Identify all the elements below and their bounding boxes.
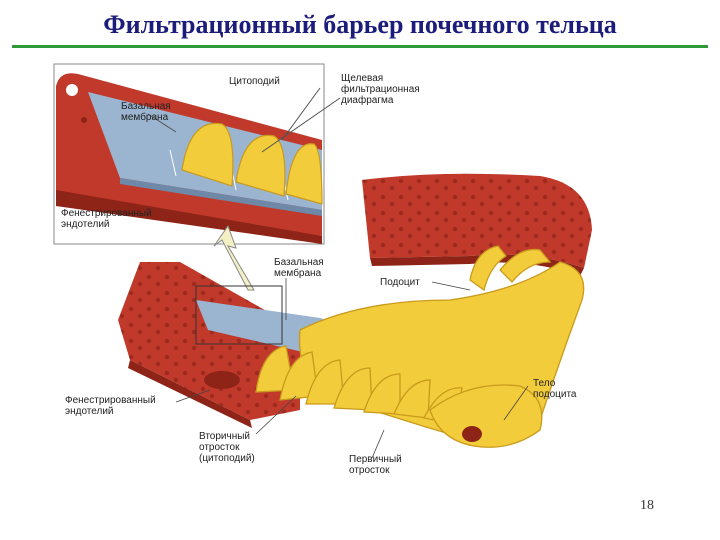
label-secondary-process: Вторичный отросток (цитоподий): [199, 431, 255, 464]
title-underline: [12, 45, 708, 48]
label-fenestrated-endothelium: Фенестрированный эндотелий: [65, 395, 156, 417]
podocyte: [255, 245, 585, 448]
label-cytopodium: Цитоподий: [229, 76, 280, 87]
label-slit-diaphragm: Щелевая фильтрационная диафрагма: [341, 73, 420, 106]
slide-title: Фильтрационный барьер почечного тельца: [103, 10, 617, 39]
zoom-arrow: [213, 224, 255, 291]
upper-capillary: [362, 173, 592, 276]
label-podocyte: Подоцит: [380, 277, 420, 288]
podocyte-nucleus: [462, 426, 482, 442]
inset-magnified-view: [53, 63, 341, 245]
inset-source-box: [195, 285, 283, 345]
endothelium-main: [118, 262, 300, 428]
label-basal-membrane: Базальная мембрана: [274, 257, 324, 279]
label-podocyte-body: Тело подоцита: [533, 378, 577, 400]
label-basal-membrane-inset: Базальная мембрана: [121, 101, 171, 123]
inset-cytopodia: [181, 122, 323, 205]
label-primary-process: Первичный отросток: [349, 454, 402, 476]
label-fenestrated-endothelium-inset: Фенестрированный эндотелий: [61, 208, 152, 230]
inset-fenestra: [66, 84, 78, 96]
page-number: 18: [640, 498, 654, 513]
